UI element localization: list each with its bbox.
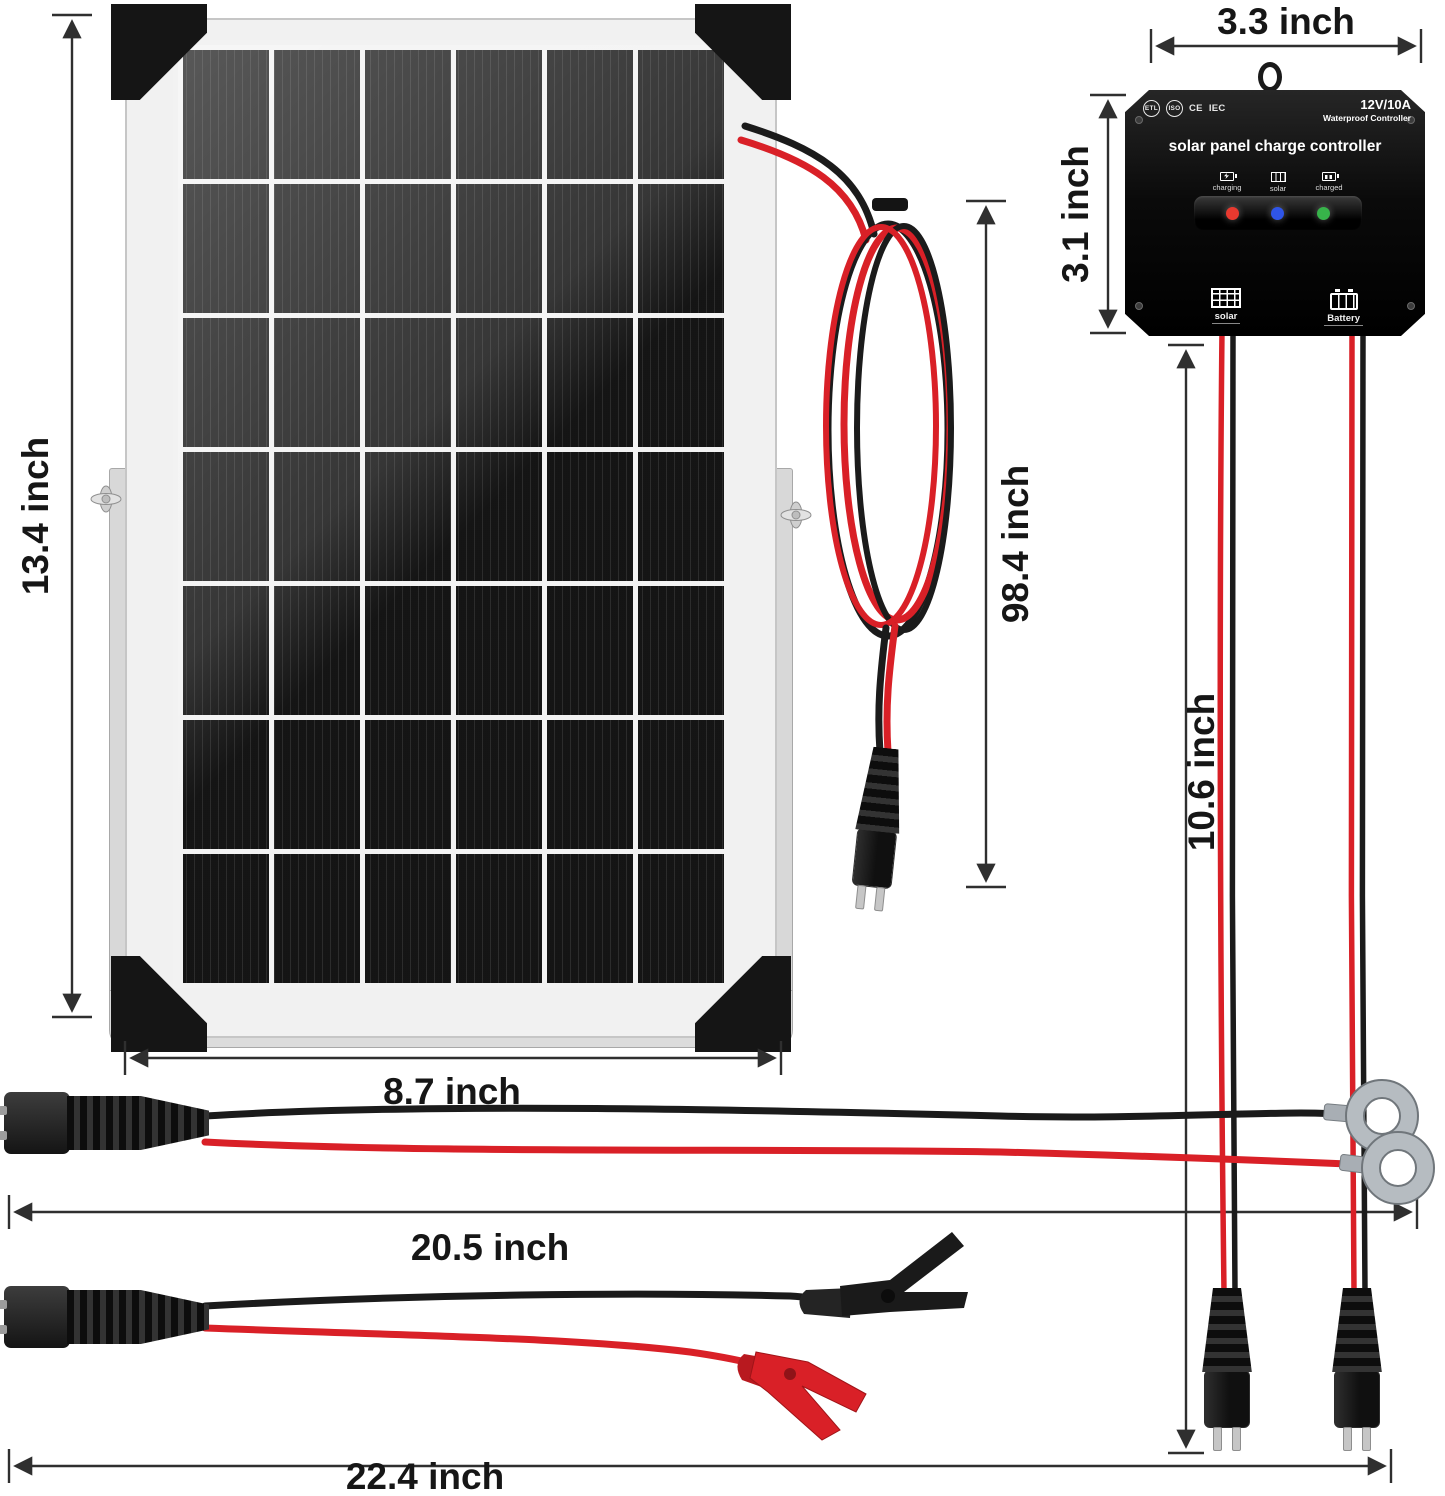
controller-top-row: ETL ISO CE IEC 12V/10A Waterproof Contro…: [1143, 97, 1411, 124]
etl-mark: ETL: [1143, 100, 1160, 117]
wing-bolt-icon: [90, 485, 122, 513]
battery-port-label: Battery: [1324, 313, 1363, 326]
charge-controller: ETL ISO CE IEC 12V/10A Waterproof Contro…: [1125, 90, 1425, 336]
indicator-columns: charging solar charged: [1194, 172, 1362, 193]
alligator-clip-cable: [201, 1232, 968, 1441]
indicator-charging: charging: [1204, 172, 1250, 193]
ce-mark: CE: [1189, 103, 1203, 114]
connector-plug: [851, 827, 898, 890]
screw-hole: [1407, 302, 1415, 310]
solar-port: solar: [1211, 288, 1241, 326]
dim-arrow-clip-cable: [7, 1449, 1393, 1483]
controller-cable-left-sae-connector: [1200, 1288, 1254, 1451]
solar-port-label: solar: [1211, 311, 1241, 324]
controller-cables: [1217, 327, 1368, 1295]
wing-bolt-icon: [780, 501, 812, 529]
solar-led: [1271, 206, 1285, 220]
wing-bolt-right: [779, 500, 813, 535]
certification-marks: ETL ISO CE IEC: [1143, 97, 1226, 117]
connector-boot: [853, 745, 910, 834]
controller-rating: 12V/10A Waterproof Controller: [1323, 97, 1411, 124]
ring-terminal-cable: [201, 1079, 1435, 1205]
ring-cable-sae-connector: [0, 1092, 209, 1154]
rating-subtitle: Waterproof Controller: [1323, 113, 1411, 124]
connector-plug: [0, 1286, 70, 1348]
dim-label-ring-cable: 20.5 inch: [410, 1227, 570, 1268]
solar-panel-icon: [1211, 288, 1241, 308]
ring-terminal-bottom: [1361, 1131, 1435, 1205]
controller-ports: solar Battery: [1125, 288, 1425, 326]
dim-label-panel-cable: 98.4 inch: [995, 464, 1036, 624]
connector-prongs: [1343, 1427, 1371, 1451]
connector-boot: [1332, 1288, 1382, 1372]
indicator-charging-label: charging: [1212, 183, 1242, 192]
iec-mark: IEC: [1208, 103, 1226, 114]
screw-hole: [1407, 116, 1415, 124]
dim-arrow-controller-width: [1149, 29, 1423, 63]
solar-panel: [90, 4, 812, 1052]
battery-icon: [1329, 289, 1358, 310]
dim-label-panel-width: 8.7 inch: [383, 1071, 521, 1112]
panel-frame: [125, 18, 777, 1038]
indicator-charged: charged: [1306, 172, 1352, 193]
connector-plug: [1334, 1370, 1380, 1428]
dim-label-controller-cables: 10.6 inch: [1181, 692, 1222, 852]
clip-cable-sae-connector: [0, 1286, 209, 1348]
panel-cable-coil: [737, 122, 954, 756]
dim-arrow-panel-cable: [966, 199, 1006, 889]
connector-plug: [0, 1092, 70, 1154]
dim-label-controller-width: 3.3 inch: [1217, 1, 1355, 42]
dim-arrow-panel-height: [52, 13, 92, 1019]
connector-plug: [1204, 1370, 1250, 1428]
wing-bolt-left: [89, 484, 123, 519]
black-alligator-clip: [799, 1232, 968, 1318]
rating-value: 12V/10A: [1360, 97, 1411, 112]
screw-hole: [1135, 302, 1143, 310]
dim-label-clip-cable: 22.4 inch: [345, 1456, 505, 1496]
dim-arrow-panel-width: [123, 1041, 783, 1075]
red-alligator-clip: [737, 1351, 867, 1441]
indicator-panel: charging solar charged: [1194, 172, 1362, 230]
indicator-solar-label: solar: [1269, 184, 1287, 193]
connector-prongs: [1213, 1427, 1241, 1451]
panel-cells: [173, 40, 729, 988]
indicator-solar: solar: [1255, 172, 1301, 193]
controller-title: solar panel charge controller: [1168, 138, 1382, 155]
screw-hole: [1135, 116, 1143, 124]
battery-port: Battery: [1324, 288, 1363, 326]
led-bar: [1194, 196, 1362, 230]
dim-label-panel-height: 13.4 inch: [15, 436, 56, 596]
connector-prongs: [855, 884, 886, 912]
dim-label-controller-height: 3.1 inch: [1055, 145, 1096, 283]
connector-boot: [1202, 1288, 1252, 1372]
battery-charging-icon: [1220, 172, 1237, 181]
battery-charged-icon: [1322, 172, 1339, 181]
dim-arrow-ring-cable: [7, 1195, 1419, 1229]
connector-boot: [67, 1290, 209, 1344]
dim-arrow-controller-height: [1090, 93, 1126, 335]
controller-hanging-hook: [1258, 62, 1282, 92]
charged-led: [1316, 206, 1330, 220]
solar-panel-icon: [1270, 172, 1286, 182]
dimension-arrows: [7, 13, 1423, 1483]
iso-mark: ISO: [1166, 100, 1183, 117]
charging-led: [1226, 206, 1240, 220]
dim-arrow-controller-cables: [1168, 343, 1204, 1455]
cable-tie: [872, 198, 908, 211]
controller-cable-right-sae-connector: [1330, 1288, 1384, 1451]
indicator-charged-label: charged: [1315, 183, 1343, 192]
connector-boot: [67, 1096, 209, 1150]
